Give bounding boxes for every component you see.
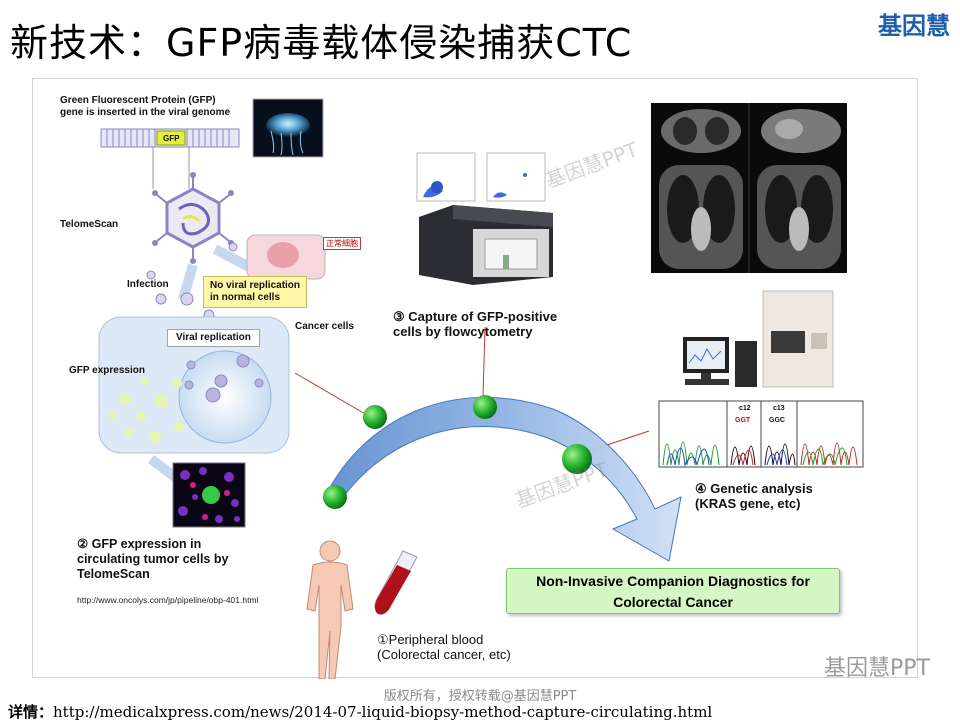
- source-label: 详情：: [8, 703, 54, 720]
- flowcytometer-image: [419, 205, 553, 285]
- copyright-text: 版权所有，授权转载@基因慧PPT: [383, 689, 577, 704]
- source-url-small: http://www.oncolys.com/jp/pipeline/obp-4…: [77, 595, 259, 605]
- step4-label: ④ Genetic analysis (KRAS gene, etc): [695, 481, 813, 511]
- step-ball-4: [562, 444, 592, 474]
- cancer-cell-icon: [98, 316, 290, 454]
- gfp-expression-label: GFP expression: [69, 365, 145, 376]
- cancer-cells-label: Cancer cells: [295, 321, 354, 332]
- diagnostics-box: Non-Invasive Companion Diagnostics for C…: [506, 568, 840, 614]
- codon2-seq: GGC: [769, 417, 785, 424]
- slide-title: 新技术：GFP病毒载体侵染捕获CTC: [10, 21, 633, 65]
- jellyfish-image: [252, 98, 324, 158]
- expression-arrow: [148, 455, 178, 481]
- codon1-seq: GGT: [735, 417, 751, 424]
- watermark-footer: 基因慧PPT: [824, 656, 930, 681]
- normal-cell-icon: [246, 234, 326, 280]
- codon1-label: c12: [739, 405, 751, 412]
- no-replication-callout: No viral replication in normal cells: [203, 276, 308, 308]
- flow-plot-right: [486, 152, 546, 202]
- human-figure-icon: [306, 540, 354, 679]
- step3-label: ③ Capture of GFP-positive cells by flowc…: [393, 309, 558, 339]
- gfp-gene-strip: [100, 128, 240, 189]
- workflow-step-balls: [323, 395, 592, 509]
- viral-replication-callout: Viral replication: [167, 329, 260, 347]
- fluorescence-image: [172, 462, 246, 528]
- brand-logo: 基因慧: [878, 12, 950, 40]
- codon2-label: c13: [773, 405, 785, 412]
- normal-cell-label: 正常細胞: [323, 237, 361, 250]
- step-ball-2: [363, 405, 387, 429]
- workflow-arc-arrow: [324, 396, 682, 562]
- diagram-graphics: [98, 98, 864, 679]
- step1-label: ①Peripheral blood (Colorectal cancer, et…: [377, 632, 511, 662]
- ct-scan-images: [651, 103, 847, 273]
- diagram-figure: Green Fluorescent Protein (GFP) gene is …: [32, 78, 918, 679]
- gfp-gene-caption: Green Fluorescent Protein (GFP) gene is …: [60, 95, 231, 118]
- virus-icon: [152, 172, 234, 264]
- flow-plot-left: [416, 152, 476, 202]
- sequencer-image: [683, 290, 834, 388]
- blood-tube-icon: [374, 550, 418, 615]
- source-url[interactable]: http://medicalxpress.com/news/2014-07-li…: [53, 703, 713, 720]
- telomescan-label: TelomeScan: [60, 219, 119, 230]
- step-ball-1: [323, 485, 347, 509]
- chromatogram-image: [658, 400, 864, 468]
- gfp-gene-label: GFP: [163, 134, 180, 143]
- step-ball-3: [473, 395, 497, 419]
- source-line: 详情：http://medicalxpress.com/news/2014-07…: [8, 701, 712, 720]
- infection-label: Infection: [127, 279, 169, 290]
- step2-label: ② GFP expression in circulating tumor ce…: [77, 537, 229, 581]
